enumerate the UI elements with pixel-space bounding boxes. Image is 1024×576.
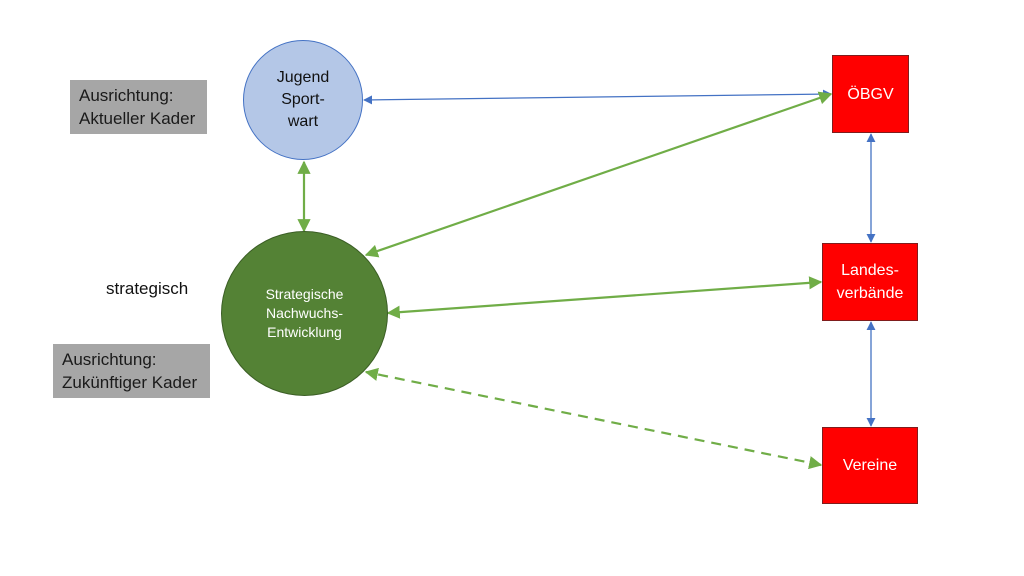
label-strategisch: strategisch <box>106 279 189 298</box>
label-zukuenftiger-kader: Ausrichtung: Zukünftiger Kader <box>53 344 210 398</box>
arrow-vereine-strategie-dashed <box>364 367 823 470</box>
arrow-landes-strategie <box>386 276 823 319</box>
node-oebgv: ÖBGV <box>832 55 909 133</box>
label-aktueller-kader: Ausrichtung: Aktueller Kader <box>70 80 207 134</box>
arrow-oebgv-strategie <box>364 91 833 258</box>
arrow-oebgv-jugend <box>363 89 832 105</box>
node-jugend-sportwart: Jugend Sport- wart <box>243 40 363 160</box>
node-strategische-nachwuchsentwicklung: Strategische Nachwuchs- Entwicklung <box>221 231 388 396</box>
node-landesverbaende: Landes- verbände <box>822 243 918 321</box>
node-vereine: Vereine <box>822 427 918 504</box>
